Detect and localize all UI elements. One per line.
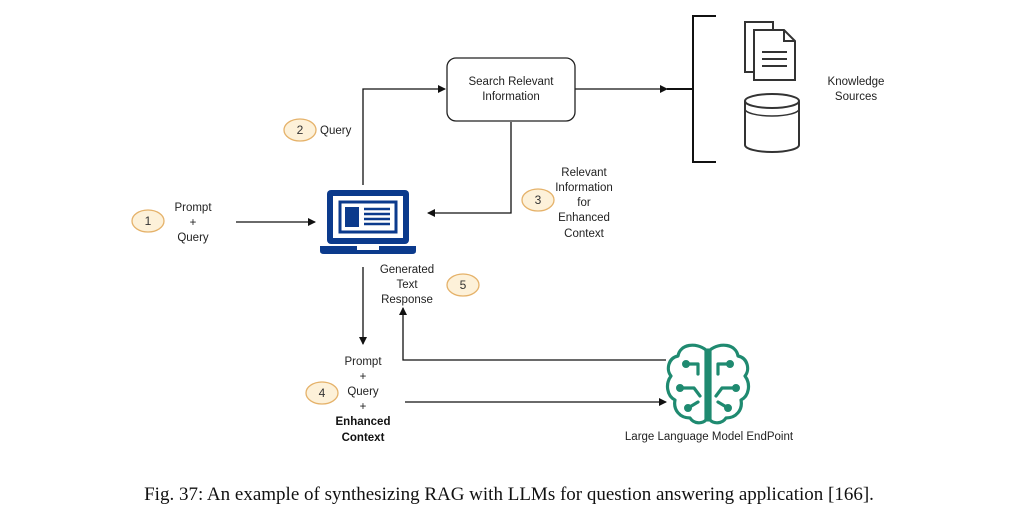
step-4-badge: [305, 381, 339, 405]
brain-icon: [665, 343, 751, 425]
step-5-line3: Response: [381, 294, 433, 306]
step-2-label: Query: [320, 125, 352, 137]
step-3-line4: Enhanced: [558, 212, 610, 224]
step-5-line1: Generated: [380, 264, 434, 276]
step-3-number: 3: [535, 193, 542, 207]
edge-search-to-laptop: [427, 122, 512, 217]
documents-icon: [744, 21, 796, 81]
search-box: Search Relevant Information: [446, 57, 576, 122]
step-4-line2: +: [360, 371, 367, 383]
step-1-line1: Prompt: [174, 202, 212, 214]
step-3-badge: [521, 188, 555, 212]
step-4-line5: Enhanced: [336, 416, 391, 428]
step-3-line1: Relevant: [561, 167, 607, 179]
step-3-line2: Information: [555, 182, 613, 194]
step-1-number: 1: [145, 214, 152, 228]
laptop-icon: [320, 190, 416, 254]
step-2: 2 Query: [283, 118, 352, 142]
step-5-line2: Text: [396, 279, 418, 291]
step-1-badge: [131, 209, 165, 233]
step-2-badge: [283, 118, 317, 142]
edge-llm-to-response: [399, 307, 666, 361]
search-box-line2: Information: [482, 91, 540, 103]
step-4-line3: Query: [347, 386, 379, 398]
knowledge-sources: Knowledge Sources: [667, 15, 885, 163]
step-5-badge: [446, 273, 480, 297]
step-1: 1 Prompt + Query: [131, 202, 212, 244]
llm-endpoint-label: Large Language Model EndPoint: [625, 431, 794, 443]
step-4-line6: Context: [342, 432, 385, 444]
step-4-number: 4: [319, 386, 326, 400]
knowledge-sources-line2: Sources: [835, 91, 877, 103]
database-icon: [744, 93, 800, 153]
step-2-number: 2: [297, 123, 304, 137]
step-5-number: 5: [460, 278, 467, 292]
search-box-line1: Search Relevant: [468, 76, 554, 88]
step-1-line3: Query: [177, 232, 209, 244]
knowledge-sources-line1: Knowledge: [828, 76, 885, 88]
step-4-line4: +: [360, 401, 367, 413]
step-3-line5: Context: [564, 228, 604, 240]
bracket: [692, 15, 716, 163]
step-3: 3 Relevant Information for Enhanced Cont…: [521, 167, 613, 240]
edge-query-to-search: [362, 85, 446, 185]
step-4: 4 Prompt + Query + Enhanced Context: [305, 356, 391, 444]
edges: [236, 85, 668, 406]
step-3-line3: for: [577, 197, 591, 209]
step-5: 5 Generated Text Response: [380, 264, 480, 306]
figure-caption: Fig. 37: An example of synthesizing RAG …: [144, 484, 874, 505]
step-1-line2: +: [190, 217, 197, 229]
step-4-line1: Prompt: [344, 356, 382, 368]
